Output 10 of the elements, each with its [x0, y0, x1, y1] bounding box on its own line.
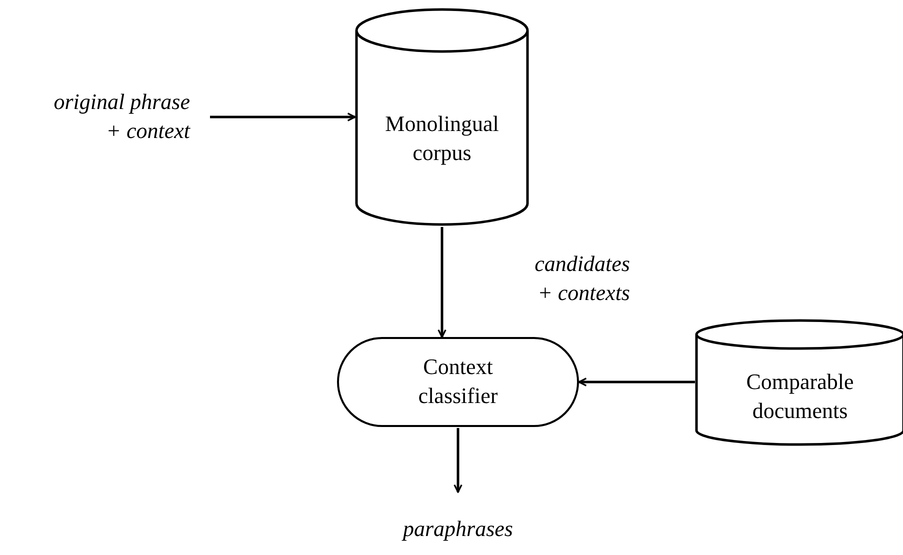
node-label: Monolingual corpus [384, 110, 500, 167]
arrow [578, 378, 695, 386]
arrow [210, 112, 356, 122]
edge-label: candidates + contexts [534, 250, 630, 307]
arrow [454, 428, 462, 493]
flow-text: original phrase + context [52, 88, 190, 145]
node-label: Context classifier [417, 353, 499, 410]
flow-text: paraphrases [402, 514, 513, 543]
node-label: Comparable documents [745, 368, 855, 424]
arrow [438, 227, 446, 338]
